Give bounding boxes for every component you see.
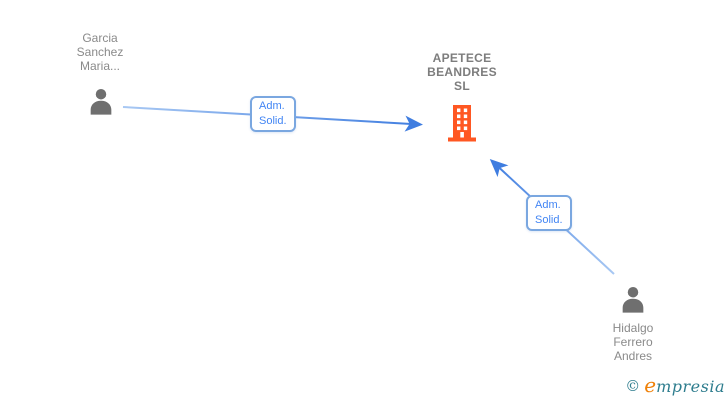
person-silhouette-icon — [622, 286, 644, 313]
node-person-hidalgo-name[interactable]: Hidalgo Ferrero Andres — [563, 321, 703, 363]
person-icon[interactable] — [84, 86, 118, 120]
copyright-icon: © — [625, 377, 641, 395]
name-line: Ferrero — [613, 335, 653, 349]
name-line: Maria... — [79, 59, 120, 73]
brand-initial: e — [644, 373, 657, 397]
person-silhouette-icon — [90, 88, 112, 115]
name-line: Sanchez — [76, 45, 124, 59]
edge-label-line: Solid. — [535, 214, 563, 226]
empresia-logo: ©empresia — [625, 373, 725, 397]
edge-label-line: Solid. — [259, 115, 287, 127]
person-icon[interactable] — [616, 284, 650, 318]
name-line: Andres — [613, 349, 653, 363]
name-line: BEANDRES — [427, 65, 497, 79]
name-line: SL — [454, 79, 470, 93]
name-line: APETECE — [432, 51, 492, 65]
node-company-apetece-name[interactable]: APETECE BEANDRES SL — [392, 51, 532, 93]
edge-label-line: Adm. — [259, 100, 285, 112]
company-icon[interactable] — [444, 103, 480, 143]
edge-label-adm-solid: Adm. Solid. — [526, 195, 572, 231]
brand-rest: mpresia — [656, 377, 725, 396]
edge-label-adm-solid: Adm. Solid. — [250, 96, 296, 132]
name-line: Garcia — [82, 31, 118, 45]
office-building-icon — [448, 105, 476, 142]
edge-label-line: Adm. — [535, 199, 561, 211]
node-person-garcia-name[interactable]: Garcia Sanchez Maria... — [30, 31, 170, 73]
name-line: Hidalgo — [612, 321, 654, 335]
